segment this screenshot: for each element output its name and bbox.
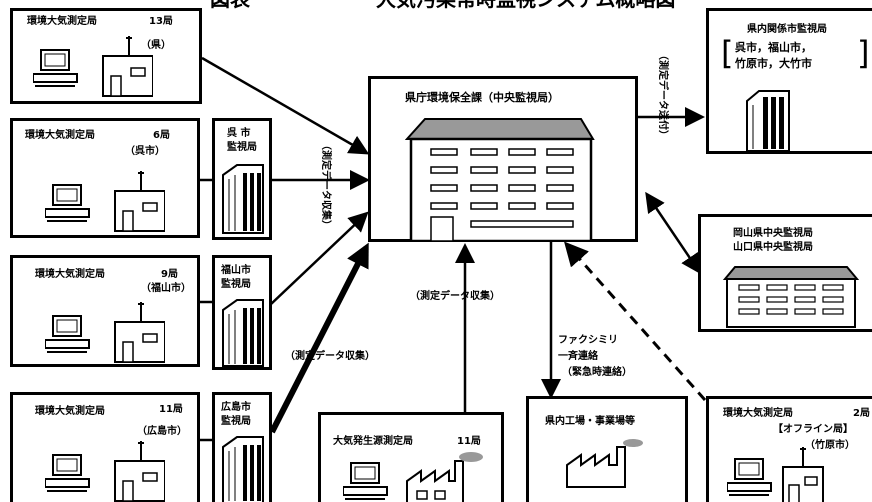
monitor-line1: 広島市 xyxy=(221,402,251,413)
link-hiroshima-to-center xyxy=(269,242,369,434)
station-owner: （呉市） xyxy=(125,146,165,157)
factories-title: 県内工場・事業場等 xyxy=(545,416,635,427)
station-count: 11局 xyxy=(159,404,183,415)
monitor-kure: 呉 市 監視局 xyxy=(212,118,272,240)
station-count: 11局 xyxy=(457,436,481,447)
bracket-right-icon: ] xyxy=(857,34,870,72)
monitor-line1: 福山市 xyxy=(221,265,251,276)
station-hiroshima: 環境大気測定局 11局 （広島市） xyxy=(10,392,200,502)
monitor-line2: 監視局 xyxy=(221,416,251,427)
label-collect-low: （測定データ収集） xyxy=(285,351,375,362)
monitor-building-icon xyxy=(33,36,153,97)
factories-box: 県内工場・事業場等 xyxy=(526,396,688,502)
cities-line2: 竹原市，大竹市 xyxy=(735,57,812,70)
neighbor-prefecture-monitors: 岡山県中央監視局 山口県中央監視局 xyxy=(698,214,872,332)
cities-title: 県内関係市監視局 xyxy=(747,24,827,35)
label-fax-2: 一斉連絡 xyxy=(558,351,598,362)
link-fukuyama-to-center xyxy=(269,211,369,306)
central-building-icon xyxy=(722,266,860,328)
station-offline: 環境大気測定局 2局 【オフライン局】 （竹原市） xyxy=(706,396,872,502)
station-title: 環境大気測定局 xyxy=(25,130,95,141)
monitor-fukuyama: 福山市 監視局 xyxy=(212,255,272,370)
station-fukuyama: 環境大気測定局 9局 （福山市） xyxy=(10,255,200,367)
station-owner: （福山市） xyxy=(141,283,191,294)
station-title: 大気発生源測定局 xyxy=(333,436,413,447)
station-count: 13局 xyxy=(149,16,173,27)
station-title: 環境大気測定局 xyxy=(723,408,793,419)
neighbors-line2: 山口県中央監視局 xyxy=(733,242,813,253)
station-title: 環境大気測定局 xyxy=(35,406,105,417)
header-title: 大気汚染常時監視システム概略図 xyxy=(376,0,675,9)
factory-monitor-icon xyxy=(343,452,483,502)
monitor-line2: 監視局 xyxy=(221,279,251,290)
neighbors-line1: 岡山県中央監視局 xyxy=(733,228,813,239)
station-prefectural: 環境大気測定局 13局 （県） xyxy=(10,8,202,104)
office-building-icon xyxy=(222,164,264,234)
center-title: 県庁環境保全課（中央監視局） xyxy=(405,91,559,104)
label-fax-1: ファクシミリ xyxy=(558,335,618,346)
central-monitoring-office: 県庁環境保全課（中央監視局） xyxy=(368,76,638,242)
link-center-neighbors xyxy=(645,191,701,275)
monitor-building-icon xyxy=(45,302,165,363)
monitor-building-icon xyxy=(727,447,824,502)
station-owner: （広島市） xyxy=(137,426,187,437)
label-collect-vertical: （測定データ収集） xyxy=(320,140,331,230)
monitor-line1: 呉 市 xyxy=(227,128,251,139)
station-owner: （竹原市） xyxy=(805,440,855,451)
label-send-vertical: （測定データ送付） xyxy=(657,50,668,140)
station-title: 環境大気測定局 xyxy=(27,16,97,27)
station-count: 6局 xyxy=(153,130,170,141)
label-fax-3: （緊急時連絡） xyxy=(562,367,632,378)
monitor-line2: 監視局 xyxy=(227,142,257,153)
station-count: 9局 xyxy=(161,269,178,280)
office-building-icon xyxy=(222,436,264,502)
factory-icon xyxy=(566,439,643,488)
station-owner: （県） xyxy=(141,40,171,51)
monitor-building-icon xyxy=(45,441,165,502)
header-left: 図表 xyxy=(210,0,250,9)
central-building-icon xyxy=(405,118,595,241)
prefecture-city-monitors: 県内関係市監視局 呉市，福山市， 竹原市，大竹市 [ ] xyxy=(706,8,872,154)
label-collect-mid: （測定データ収集） xyxy=(410,291,500,302)
station-mode: 【オフライン局】 xyxy=(773,424,853,435)
station-emission-source: 大気発生源測定局 11局 xyxy=(318,412,504,502)
office-building-icon xyxy=(746,90,790,152)
monitor-hiroshima: 広島市 監視局 xyxy=(212,392,272,502)
cities-line1: 呉市，福山市， xyxy=(735,41,812,54)
station-title: 環境大気測定局 xyxy=(35,269,105,280)
station-kure: 環境大気測定局 6局 （呉市） xyxy=(10,118,200,238)
office-building-icon xyxy=(222,299,264,367)
monitor-building-icon xyxy=(45,171,165,232)
bracket-left-icon: [ xyxy=(721,34,734,72)
station-count: 2局 xyxy=(853,408,870,419)
